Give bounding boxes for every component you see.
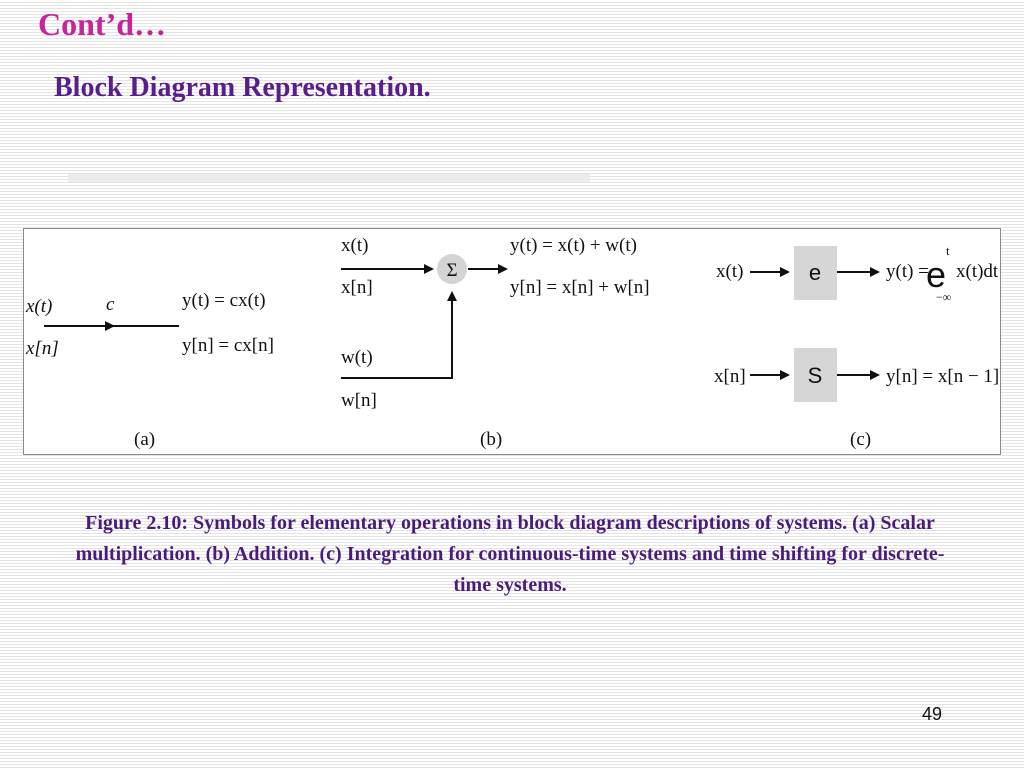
- panel-b-output-dt: y[n] = x[n] + w[n]: [510, 277, 650, 298]
- panel-b-input2-path: [341, 291, 457, 379]
- panel-b-label: (b): [480, 429, 502, 450]
- panel-c-shift-input: x[n]: [714, 366, 746, 387]
- summer-circle: [437, 254, 467, 284]
- integrator-symbol: e: [809, 260, 821, 285]
- block-diagram-figure: x(t) x[n] c y(t) = cx(t) y[n] = cx[n] (a…: [25, 235, 999, 450]
- panel-c-integrator-output-lhs: y(t) =: [886, 261, 929, 282]
- integrator-block: [794, 246, 837, 300]
- panel-b-input1-dt: x[n]: [341, 277, 373, 298]
- panel-c-shift-output: y[n] = x[n − 1]: [886, 366, 999, 387]
- integral-sign: e: [926, 254, 946, 295]
- panel-b-input2-dt: w[n]: [341, 390, 377, 411]
- page-number: 49: [922, 704, 943, 724]
- panel-a-gain: c: [106, 294, 115, 315]
- time-shift-block: [794, 348, 837, 402]
- panel-b-output-ct: y(t) = x(t) + w(t): [510, 235, 637, 256]
- panel-a-input-ct: x(t): [25, 296, 52, 317]
- summer-symbol: Σ: [446, 260, 457, 281]
- panel-b-input2-ct: w(t): [341, 347, 373, 368]
- panel-c-integrator-input: x(t): [716, 261, 743, 282]
- panel-a-gain-arrow: [105, 321, 115, 331]
- integrand: x(t)dt: [956, 261, 999, 282]
- figure-caption: Figure 2.10: Symbols for elementary oper…: [75, 512, 945, 596]
- panel-b-input1-ct: x(t): [341, 235, 368, 256]
- integral-upper-limit: t: [946, 243, 950, 258]
- panel-b: x(t) x[n] Σ y(t) = x(t) + w(t) y[n] = x[…: [341, 235, 650, 450]
- time-shift-symbol: S: [808, 363, 823, 388]
- integral-lower-limit: −∞: [936, 290, 951, 304]
- panel-a-output-ct: y(t) = cx(t): [182, 290, 266, 311]
- slide-subtitle: Block Diagram Representation.: [54, 72, 431, 103]
- panel-c-label: (c): [850, 429, 871, 450]
- panel-a-label: (a): [134, 429, 155, 450]
- panel-a-output-dt: y[n] = cx[n]: [182, 335, 274, 356]
- panel-c: x(t) e y(t) = e t −∞ x(t)dt x[n] S y[n] …: [714, 243, 999, 450]
- figure-panel: x(t) x[n] c y(t) = cx(t) y[n] = cx[n] (a…: [23, 228, 1001, 455]
- slide-title: Cont’d…: [38, 6, 167, 42]
- panel-a: x(t) x[n] c y(t) = cx(t) y[n] = cx[n] (a…: [25, 290, 274, 450]
- panel-a-input-dt: x[n]: [25, 338, 59, 359]
- divider: [68, 174, 590, 182]
